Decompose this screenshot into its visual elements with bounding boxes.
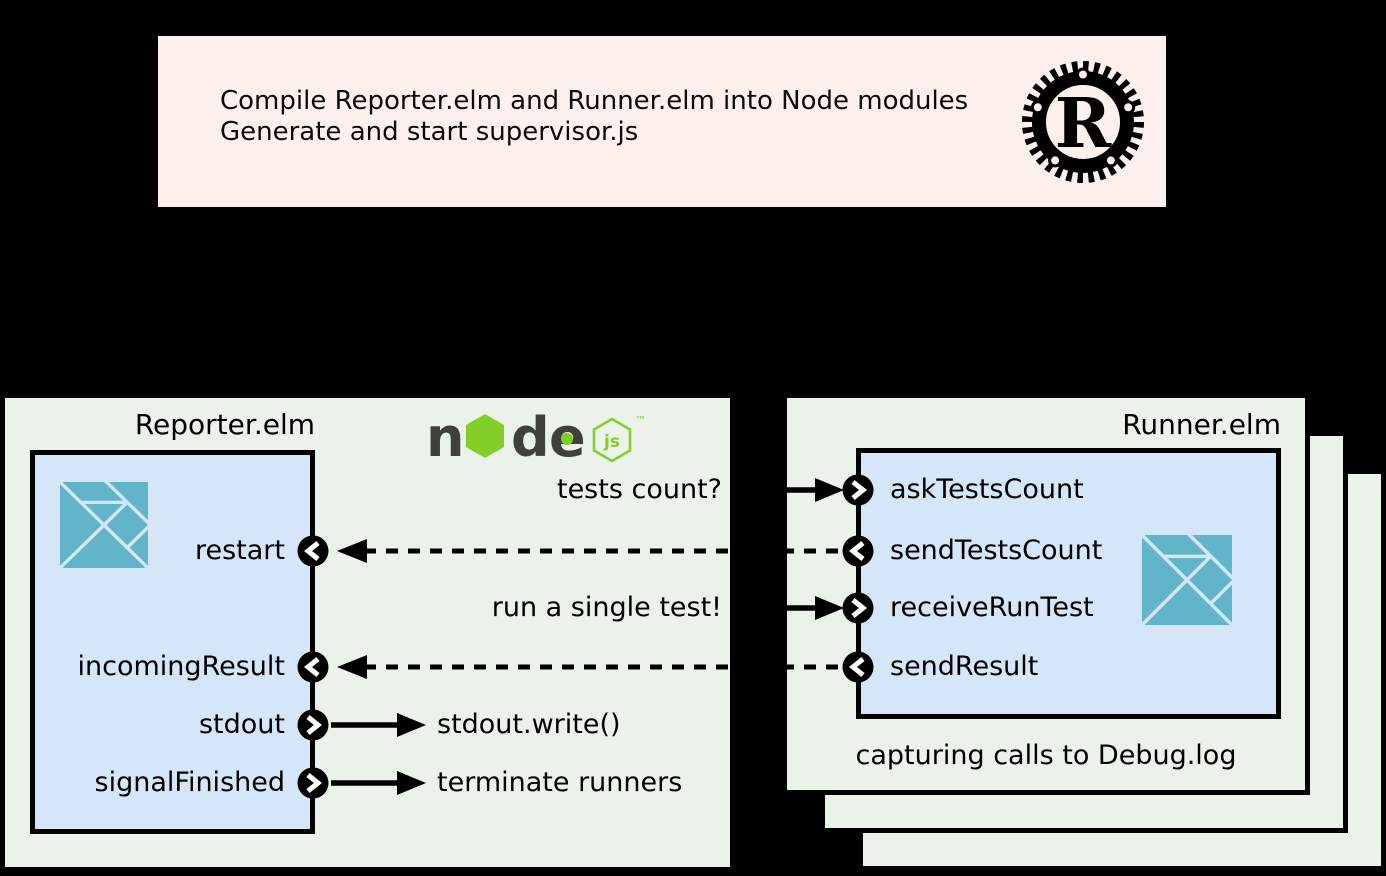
port-circle-stdout bbox=[297, 709, 329, 741]
port-label-sendtestscount: sendTestsCount bbox=[890, 535, 1103, 566]
port-label-signalfinished: signalFinished bbox=[94, 767, 285, 798]
node-hexagon-o bbox=[466, 414, 504, 458]
port-circle-signalfinished bbox=[297, 767, 329, 799]
port-circle-asktestscount bbox=[842, 474, 874, 506]
node-letter-n: n bbox=[426, 406, 464, 464]
chevron-right-icon bbox=[842, 592, 874, 624]
supervisor-line-1: Compile Reporter.elm and Runner.elm into… bbox=[220, 86, 969, 116]
port-label-stdout: stdout bbox=[198, 709, 285, 740]
chevron-right-icon bbox=[297, 767, 329, 799]
node-e-dot bbox=[561, 433, 573, 445]
port-circle-sendtestscount bbox=[842, 535, 874, 567]
port-label-restart: restart bbox=[194, 535, 285, 566]
node-js-text: js bbox=[603, 432, 620, 452]
port-circle-receiveruntest bbox=[842, 592, 874, 624]
message-tests-count: tests count? bbox=[556, 474, 722, 505]
terminate-runners-label: terminate runners bbox=[437, 767, 683, 798]
nodejs-logo-icon: n d e js ™ bbox=[426, 406, 646, 464]
port-circle-sendresult bbox=[842, 651, 874, 683]
chevron-left-icon bbox=[842, 651, 874, 683]
port-label-asktestscount: askTestsCount bbox=[890, 474, 1084, 505]
supervisor-banner: Compile Reporter.elm and Runner.elm into… bbox=[158, 36, 1166, 207]
message-run-single-test: run a single test! bbox=[491, 592, 722, 623]
elm-logo-icon bbox=[1142, 535, 1232, 625]
chevron-left-icon bbox=[842, 535, 874, 567]
port-label-sendresult: sendResult bbox=[890, 651, 1039, 682]
runner-title: Runner.elm bbox=[1122, 408, 1281, 441]
supervisor-description: Compile Reporter.elm and Runner.elm into… bbox=[220, 86, 968, 148]
node-trademark: ™ bbox=[635, 414, 646, 427]
supervisor-line-2: Generate and start supervisor.js bbox=[220, 117, 639, 147]
elm-logo-icon bbox=[60, 482, 148, 568]
chevron-left-icon bbox=[297, 651, 329, 683]
port-circle-incomingresult bbox=[297, 651, 329, 683]
port-label-receiveruntest: receiveRunTest bbox=[890, 592, 1094, 623]
chevron-right-icon bbox=[297, 709, 329, 741]
chevron-left-icon bbox=[297, 535, 329, 567]
reporter-title: Reporter.elm bbox=[134, 408, 315, 441]
rust-logo-icon: R bbox=[1022, 61, 1144, 183]
chevron-right-icon bbox=[842, 474, 874, 506]
port-label-incomingresult: incomingResult bbox=[77, 651, 285, 682]
node-letter-d: d bbox=[511, 406, 550, 464]
stdout-write-label: stdout.write() bbox=[437, 709, 621, 740]
rust-logo-letter: R bbox=[1055, 84, 1112, 164]
runner-caption: capturing calls to Debug.log bbox=[855, 740, 1237, 771]
port-circle-restart bbox=[297, 535, 329, 567]
node-js-hexagon bbox=[592, 417, 632, 463]
